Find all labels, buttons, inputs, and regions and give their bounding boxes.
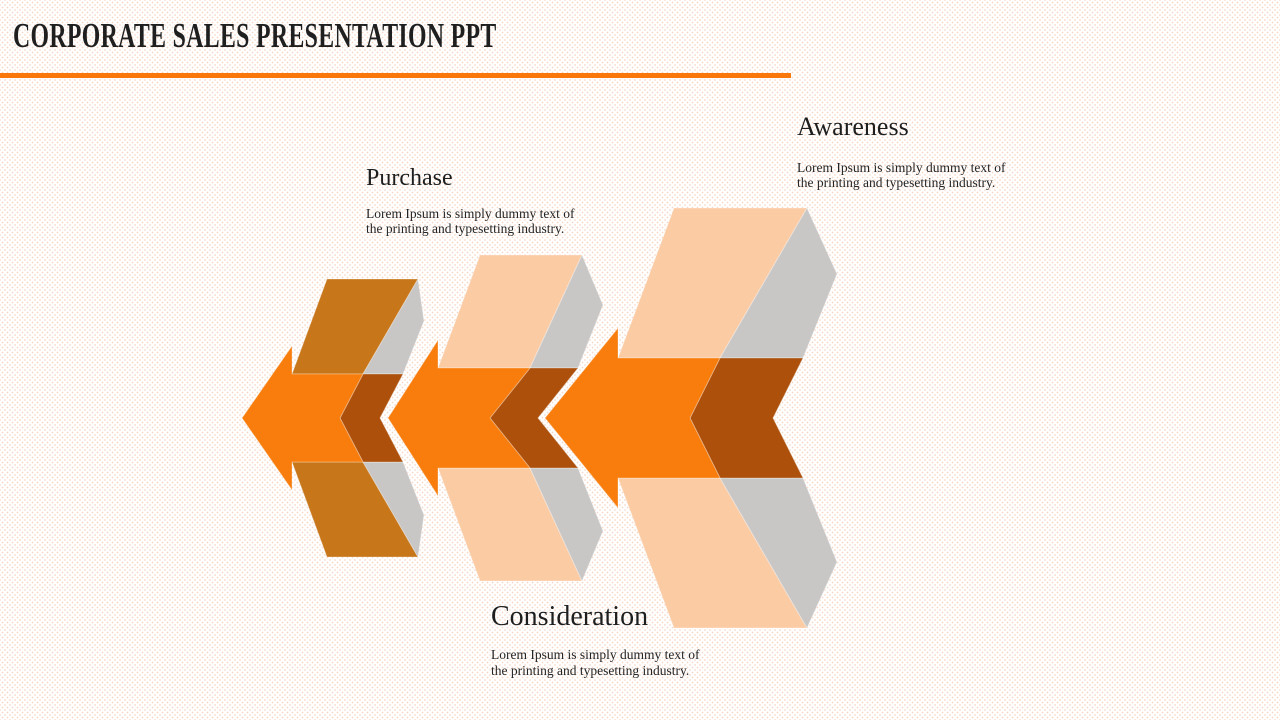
stage-consideration: Consideration Lorem Ipsum is simply dumm… <box>491 601 700 678</box>
stage-awareness-desc-line-2: the printing and typesetting industry. <box>797 175 996 191</box>
chevron-stage-1 <box>241 277 425 559</box>
chevron-stage-3 <box>544 206 838 630</box>
chevron-1-front-arrow <box>241 344 364 492</box>
title-underline <box>0 73 791 78</box>
stage-consideration-desc-line-1: Lorem Ipsum is simply dummy text of <box>491 647 700 663</box>
chevron-stage-2 <box>387 253 604 583</box>
stage-consideration-desc-line-2: the printing and typesetting industry. <box>491 662 690 678</box>
stage-purchase: Purchase Lorem Ipsum is simply dummy tex… <box>366 165 575 237</box>
chevron-3-front-arrow <box>544 326 721 510</box>
stage-purchase-label: Purchase <box>366 165 453 191</box>
stage-awareness-description: Lorem Ipsum is simply dummy text of the … <box>797 160 1006 191</box>
stage-consideration-label: Consideration <box>491 601 649 632</box>
stage-awareness-desc-line-1: Lorem Ipsum is simply dummy text of <box>797 159 1006 175</box>
stage-purchase-desc-line-1: Lorem Ipsum is simply dummy text of <box>366 205 575 221</box>
chevron-2-front-arrow <box>387 338 532 498</box>
stage-consideration-description: Lorem Ipsum is simply dummy text of the … <box>491 647 700 678</box>
slide-title: CORPORATE SALES PRESENTATION PPT <box>13 16 497 55</box>
stage-awareness-label: Awareness <box>797 112 909 141</box>
stage-purchase-description: Lorem Ipsum is simply dummy text of the … <box>366 206 575 237</box>
stage-purchase-desc-line-2: the printing and typesetting industry. <box>366 221 565 237</box>
stage-awareness: Awareness Lorem Ipsum is simply dummy te… <box>797 112 1006 191</box>
